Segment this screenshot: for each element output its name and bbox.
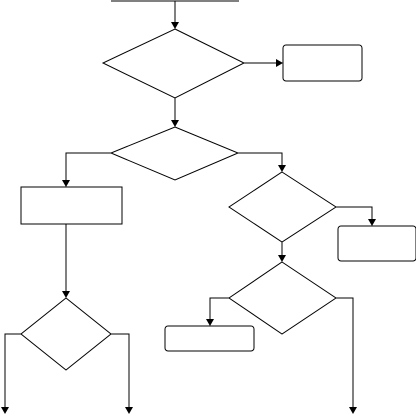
connector-decision-2-to-process-2: [65, 152, 111, 180]
process-4: [164, 325, 255, 352]
arrowhead-to-decision-2: [171, 120, 179, 127]
connector-decision-3-to-process-3: [336, 206, 373, 219]
arrowhead-to-decision-3: [278, 165, 286, 172]
arrowhead-to-decision-1: [171, 22, 179, 29]
connector-decision-5-left-exit: [4, 333, 21, 407]
process-1: [282, 44, 363, 82]
connector-decision-4-to-exit: [336, 297, 354, 407]
arrowhead-to-process-2: [62, 180, 70, 187]
arrowhead-to-process-3: [368, 219, 376, 226]
arrowhead-decision-5-left-exit: [1, 407, 9, 414]
process-3: [337, 225, 416, 262]
arrowhead-to-decision-4: [278, 255, 286, 262]
decision-1: [101, 28, 246, 99]
connector-decision-4-to-process-4: [209, 297, 229, 319]
decision-2: [109, 126, 240, 181]
arrowhead-to-process-1: [276, 59, 283, 67]
arrowhead-to-process-4: [206, 319, 214, 326]
decision-4: [228, 261, 337, 335]
process-2: [20, 186, 123, 225]
decision-5: [20, 297, 112, 371]
connector-decision-5-right-exit: [111, 333, 130, 407]
decision-3: [228, 171, 337, 243]
arrowhead-decision-4-exit: [349, 407, 357, 414]
arrowhead-to-decision-5: [62, 291, 70, 298]
arrowhead-decision-5-right-exit: [125, 407, 133, 414]
connector-decision-2-to-decision-3: [238, 152, 283, 165]
